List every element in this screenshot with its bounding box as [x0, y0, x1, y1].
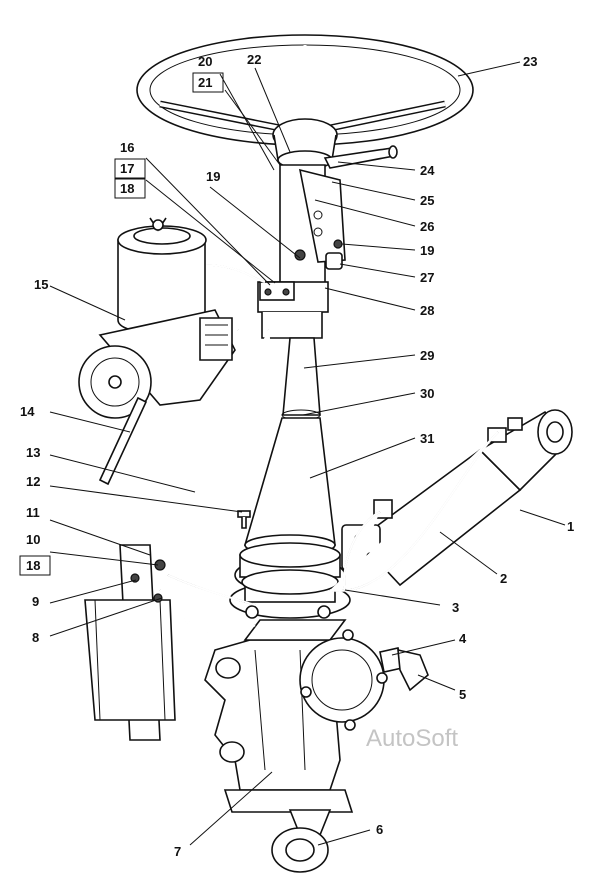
callout-12: 12: [26, 474, 40, 489]
side-cover: [299, 629, 429, 731]
callout-18: 18: [120, 181, 134, 196]
drawing: [78, 34, 573, 873]
callout-29: 29: [420, 348, 434, 363]
callout-4: 4: [459, 631, 467, 646]
callout-1: 1: [567, 519, 574, 534]
callout-3: 3: [452, 600, 459, 615]
callout-25: 25: [420, 193, 434, 208]
callout-7: 7: [174, 844, 181, 859]
callout-30: 30: [420, 386, 434, 401]
callout-27: 27: [420, 270, 434, 285]
leader-lines: [49, 61, 566, 846]
signal-lever: [323, 145, 398, 169]
callout-19-left: 19: [206, 169, 220, 184]
callout-28: 28: [420, 303, 434, 318]
mounting-bracket: [84, 544, 176, 741]
steering-wheel: [136, 34, 474, 170]
callout-24: 24: [420, 163, 435, 178]
column-flange: [229, 542, 351, 619]
callout-31: 31: [420, 431, 434, 446]
callout-10: 10: [26, 532, 40, 547]
column-bracket: [257, 164, 346, 339]
watermark: AutoSoft: [366, 725, 458, 752]
callout-18-lower: 18: [26, 558, 40, 573]
callout-21: 21: [198, 75, 212, 90]
callout-6: 6: [376, 822, 383, 837]
callout-23: 23: [523, 54, 537, 69]
belt-rod: [98, 396, 148, 486]
callout-26: 26: [420, 219, 434, 234]
bolt: [237, 510, 251, 529]
callout-boxes: [19, 72, 224, 576]
callout-13: 13: [26, 445, 40, 460]
callout-17: 17: [120, 161, 134, 176]
callout-11: 11: [26, 505, 40, 520]
callout-15: 15: [34, 277, 48, 292]
callout-14: 14: [20, 404, 35, 419]
callout-2: 2: [500, 571, 507, 586]
callout-16: 16: [120, 140, 134, 155]
reservoir-pump: [78, 217, 236, 419]
callout-8: 8: [32, 630, 39, 645]
callout-labels: 1 2 3 4 5 6 7 8 9 10 18 11 12 13 14 15 1…: [20, 52, 574, 859]
callout-22: 22: [247, 52, 261, 67]
pitman-arm: [271, 809, 332, 873]
callout-19-right: 19: [420, 243, 434, 258]
callout-5: 5: [459, 687, 466, 702]
hoses: [158, 264, 499, 635]
callout-9: 9: [32, 594, 39, 609]
callout-20: 20: [198, 54, 212, 69]
